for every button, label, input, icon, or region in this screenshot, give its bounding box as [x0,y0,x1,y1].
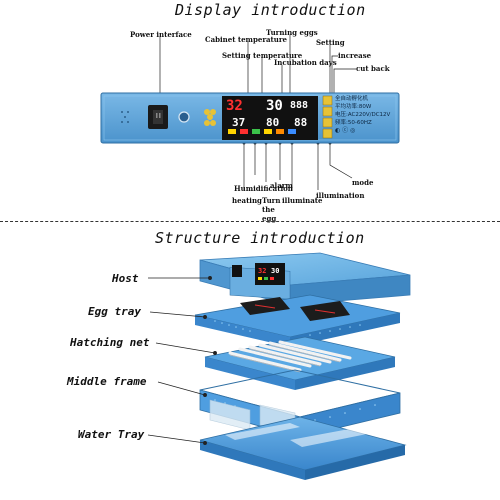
lcd-turning-timer: 888 [290,100,308,111]
label-middle-frame: Middle frame [67,375,146,388]
label-egg-tray: Egg tray [88,305,141,318]
power-switch-icon [179,112,189,122]
label-host: Host [112,272,139,285]
spec-line-4: 频率:50-60HZ [335,119,395,127]
cut-back-button [323,118,332,127]
certification-icons: ◐ ⓒ ◎ [335,127,395,135]
structure-illustration: 32 30 [0,245,500,500]
lcd-cabinet-temp: 32 [226,98,243,114]
label-water-tray: Water Tray [78,428,144,441]
svg-text:32: 32 [258,267,266,275]
label-heating: heating [232,196,262,205]
svg-text:30: 30 [271,267,279,275]
lcd-status-icons [224,127,318,137]
water-tray-part [200,417,405,480]
spec-line-3: 电压:AC220V/DC12V [335,111,395,119]
label-illumination: illumination [316,191,364,200]
label-alarm: alarm [270,181,293,190]
spec-line-2: 平均功率:80W [335,103,395,111]
panel-buttons [322,95,334,141]
label-mode: mode [352,178,373,187]
hatching-net-part [205,337,395,390]
mode-button [323,129,332,138]
section-divider [0,221,500,222]
label-hatching-net: Hatching net [70,336,149,349]
lcd-humidity: 30 [266,98,283,114]
power-socket-icon [148,105,168,129]
spec-line-1: 全自动孵化机 [335,95,395,103]
setting-button [323,96,332,105]
spec-sticker: 全自动孵化机 平均功率:80W 电压:AC220V/DC12V 频率:50-60… [335,95,395,139]
lcd-display: 32 30 888 37 80 88 [224,97,318,137]
increase-button [323,107,332,116]
